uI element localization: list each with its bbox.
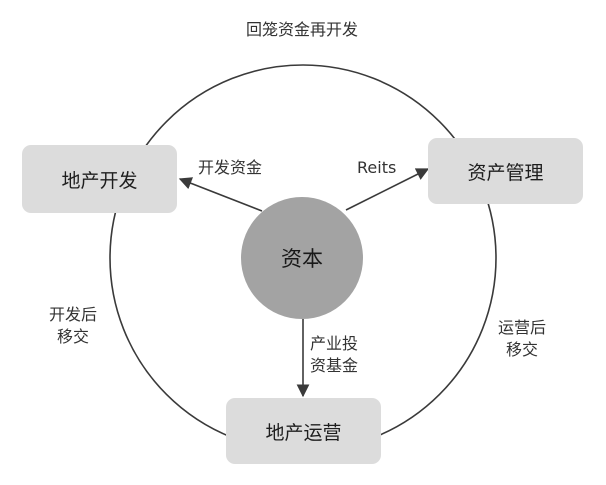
node-asset-management: 资产管理	[428, 138, 583, 204]
label-handover-after-operation: 运营后 移交	[498, 318, 547, 359]
label-recycle-funds: 回笼资金再开发	[246, 20, 359, 39]
node-capital: 资本	[241, 197, 363, 319]
arrow-to-asset-management	[345, 168, 430, 211]
node-development: 地产开发	[22, 145, 177, 213]
node-operations: 地产运营	[226, 398, 381, 464]
arrow-to-development	[178, 177, 263, 212]
label-industry-fund: 产业投 资基金	[310, 334, 359, 375]
label-reits: Reits	[357, 158, 397, 177]
label-handover-after-development: 开发后 移交	[49, 305, 98, 346]
label-development-fund: 开发资金	[198, 158, 263, 177]
